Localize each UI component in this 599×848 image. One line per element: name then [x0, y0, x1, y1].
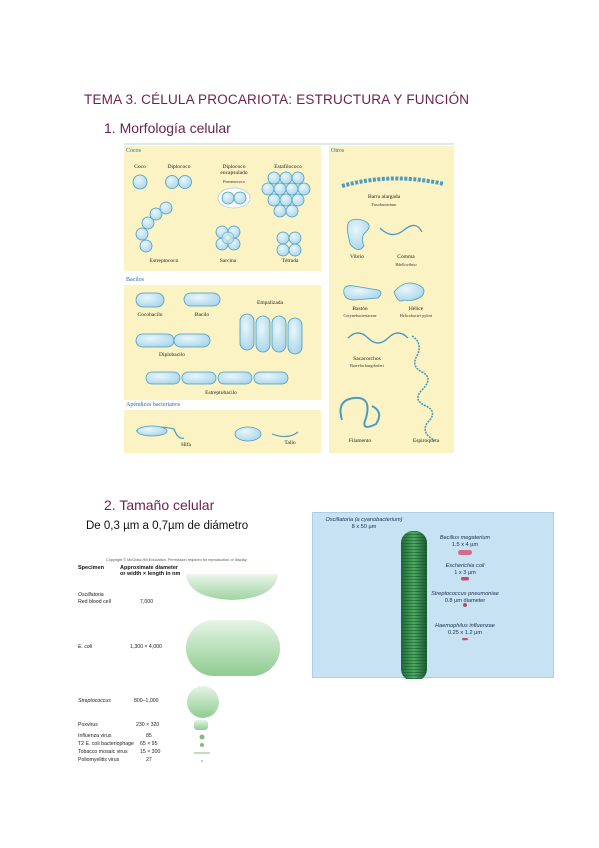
label-diplococo: Diplococo	[167, 164, 191, 170]
row-oscillatoria-value: 7,000	[140, 599, 153, 605]
label-borrelia: Borrelia burgdorferi	[350, 363, 384, 368]
row-tmv-value: 15 × 300	[140, 749, 161, 755]
row-polio-value: 27	[146, 757, 152, 763]
label-cocobacilo: Cocobacilo	[137, 312, 163, 318]
label-sarcina: Sarcina	[219, 258, 237, 264]
otros-panel-title: Otros	[331, 148, 345, 154]
label-estreptococo: Estreptococo	[149, 258, 179, 264]
size-comparison-figure: Oscillatoria (a cyanobacterium) 8 x 50 µ…	[312, 512, 554, 679]
size-shapes	[186, 574, 280, 762]
label-empalizada: Empalizada	[257, 300, 283, 306]
label-haemophilus: Haemophilus influenzae	[435, 623, 495, 629]
row-oscillatoria-name: Oscillatoria	[78, 592, 104, 598]
label-corynebacteriaceae: Corynebacteriaceae	[343, 313, 377, 318]
row-influenza-value: 85	[146, 733, 152, 739]
comparison-drawing	[401, 531, 472, 679]
label-hifa: Hifa	[181, 442, 191, 448]
row-influenza-name: Influenza virus	[78, 733, 112, 739]
apendices-panel-title: Apéndices bacterianos	[126, 402, 181, 408]
row-strep-name: Streptococcus	[78, 698, 111, 704]
row-t2-name: T2 E. coli bacteriophage	[78, 741, 134, 747]
label-barra-alargada: Barra alargada	[367, 194, 401, 200]
label-bacillus-size: 1.5 x 4 µm	[451, 542, 479, 548]
label-tetrada: Tétrada	[281, 258, 299, 264]
label-helice: Hélice	[408, 306, 424, 312]
label-ecoli-size: 1 x 3 µm	[454, 570, 476, 576]
label-pneumococo: Pneumococo	[223, 179, 245, 184]
size-note: De 0,3 µm a 0,7µm de diámetro	[86, 520, 249, 532]
label-filamento: Filamento	[348, 438, 372, 444]
morphology-drawing	[122, 142, 456, 456]
row-strep-value: 800–1,000	[134, 698, 159, 704]
label-oscillatoria-size: 8 x 50 µm	[351, 524, 377, 530]
label-baston: Bastón	[352, 306, 368, 312]
row-rbc-name: Red blood cell	[78, 599, 111, 605]
label-diplobacilo: Diplobacilo	[159, 352, 185, 358]
label-tallo: Tallo	[284, 440, 296, 446]
row-ecoli-name: E. coli	[78, 644, 93, 650]
size-table-figure: Copyright © McGraw-Hill Education. Permi…	[76, 556, 286, 776]
label-estafilococo: Estafilococo	[274, 164, 302, 170]
label-streptococcus: Streptococcus pneumoniae	[431, 591, 499, 597]
label-ecoli: Escherichia coli	[445, 563, 485, 569]
label-helicobacter: Helicobacter pylori	[399, 313, 433, 318]
row-tmv-name: Tobacco mosaic virus	[78, 749, 128, 755]
label-sacacorchos: Sacacorchos	[353, 356, 381, 362]
label-fusobacterium: Fusobacterium	[371, 202, 397, 207]
section-heading-morphology: 1. Morfología celular	[104, 120, 231, 136]
page-title: TEMA 3. CÉLULA PROCARIOTA: ESTRUCTURA Y …	[84, 92, 470, 107]
label-comma: Comma	[397, 254, 415, 260]
row-poxvirus-name: Poxvirus	[78, 722, 98, 728]
row-poxvirus-value: 230 × 320	[136, 722, 160, 728]
label-bacillus: Bacillus megaterium	[439, 535, 491, 541]
label-vibrio: Vibrio	[349, 254, 365, 260]
label-estreptobacilo: Estreptobacilo	[205, 390, 237, 396]
col-specimen: Specimen	[78, 565, 104, 571]
row-ecoli-value: 1,300 × 4,000	[130, 644, 162, 650]
bacilos-panel-title: Bacilos	[126, 277, 144, 283]
row-polio-name: Poliomyelitis virus	[78, 757, 120, 763]
cocos-panel-title: Cocos	[126, 148, 141, 154]
section-heading-size: 2. Tamaño celular	[104, 497, 215, 513]
label-bacilo: Bacilo	[194, 312, 210, 318]
label-diplococo-encapsulado: Diplococo encapsulado	[220, 164, 248, 177]
label-bdellovibrio: Bdellovibrio	[395, 262, 417, 267]
label-espiroqueta: Espiroqueta	[412, 438, 440, 444]
label-streptococcus-size: 0.8 µm diameter	[444, 598, 486, 604]
label-haemophilus-size: 0.25 x 1.2 µm	[447, 630, 482, 636]
col-size: Approximate diameter or width × length i…	[120, 565, 181, 578]
row-t2-value: 65 × 95	[140, 741, 158, 747]
label-oscillatoria: Oscillatoria (a cyanobacterium)	[325, 517, 403, 523]
morphology-figure: Cocos Coco Diplococo Diplococo encapsula…	[122, 142, 456, 456]
label-coco: Coco	[134, 164, 146, 170]
copyright-note: Copyright © McGraw-Hill Education. Permi…	[106, 558, 248, 562]
